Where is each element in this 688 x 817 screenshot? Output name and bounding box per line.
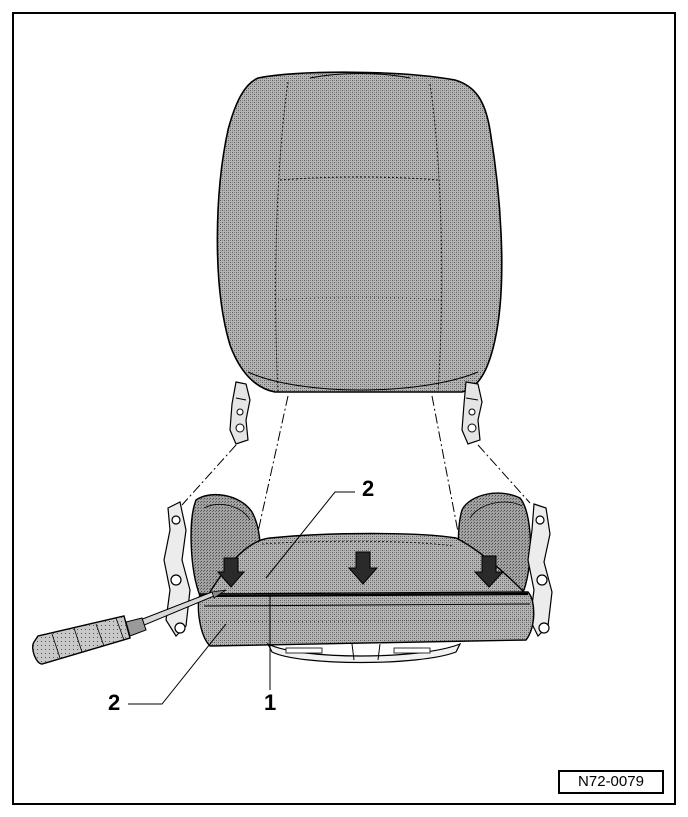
figure-id-label: N72-0079 xyxy=(558,770,664,794)
left-hinge-bracket xyxy=(229,381,251,445)
assembly-guide-lines xyxy=(181,395,531,533)
seat-base-pan xyxy=(266,642,462,664)
down-arrow-icon xyxy=(347,551,379,585)
backrest xyxy=(216,71,503,393)
callout-leader-lines xyxy=(128,491,355,705)
callout-label-1: 1 xyxy=(264,690,277,715)
down-arrow-icon xyxy=(216,557,246,588)
trim-strip xyxy=(199,592,529,598)
down-arrow-icon xyxy=(473,555,505,588)
left-seat-frame-rail xyxy=(163,501,191,637)
screwdriver-icon xyxy=(32,589,227,665)
right-seat-frame-rail xyxy=(527,503,553,638)
callout-label-2-upper: 2 xyxy=(362,476,375,501)
callout-label-2-lower: 2 xyxy=(108,690,121,715)
right-hinge-bracket xyxy=(461,381,483,445)
